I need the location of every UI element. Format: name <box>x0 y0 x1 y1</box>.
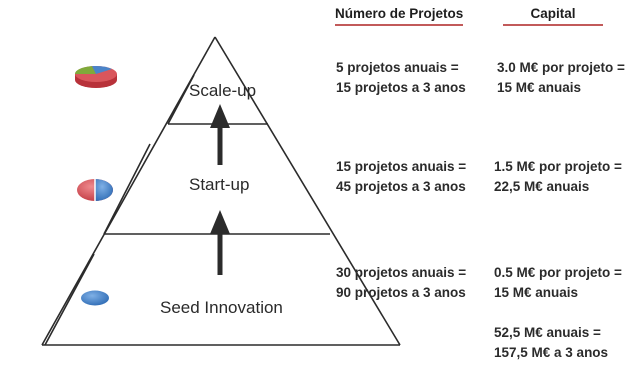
header-number-of-projects: Número de Projetos <box>335 6 464 26</box>
start-up-capital-annual: 22,5 M€ anuais <box>494 179 590 194</box>
seed-projects: 30 projetos anuais = 90 projetos a 3 ano… <box>336 263 466 303</box>
capital-total-3y: 157,5 M€ a 3 anos <box>494 345 609 360</box>
start-up-projects: 15 projetos anuais = 45 projetos a 3 ano… <box>336 157 466 197</box>
start-up-projects-3y: 45 projetos a 3 anos <box>336 179 466 194</box>
header-capital: Capital <box>503 6 603 26</box>
seed-capital-annual: 15 M€ anuais <box>494 285 579 300</box>
capital-total: 52,5 M€ anuais = 157,5 M€ a 3 anos <box>494 323 608 363</box>
pyramid-right-edge <box>214 36 401 346</box>
stage-label-scale-up: Scale-up <box>189 81 256 100</box>
scale-up-capital-per-project: 3.0 M€ por projeto = <box>497 60 625 75</box>
pie-chart-icon-seed <box>81 290 109 306</box>
scale-up-capital: 3.0 M€ por projeto = 15 M€ anuais <box>497 58 625 98</box>
tier-line-bottom-slant <box>44 253 95 346</box>
tier-line-middle-slant <box>103 143 151 235</box>
seed-capital-per-project: 0.5 M€ por projeto = <box>494 265 622 280</box>
up-arrow-icon <box>210 210 230 275</box>
up-arrow-icon <box>210 104 230 165</box>
start-up-projects-annual: 15 projetos anuais = <box>336 159 467 174</box>
capital-total-annual: 52,5 M€ anuais = <box>494 325 601 340</box>
scale-up-projects-3y: 15 projetos a 3 anos <box>336 80 466 95</box>
scale-up-capital-annual: 15 M€ anuais <box>497 80 582 95</box>
pie-chart-icon-full <box>74 65 117 88</box>
stage-label-seed-innovation: Seed Innovation <box>160 298 283 317</box>
scale-up-projects-annual: 5 projetos anuais = <box>336 60 459 75</box>
seed-projects-3y: 90 projetos a 3 anos <box>336 285 466 300</box>
start-up-capital: 1.5 M€ por projeto = 22,5 M€ anuais <box>494 157 622 197</box>
seed-capital: 0.5 M€ por projeto = 15 M€ anuais <box>494 263 622 303</box>
tier-line-top-slant <box>167 74 195 125</box>
stage-label-start-up: Start-up <box>189 175 249 194</box>
seed-projects-annual: 30 projetos anuais = <box>336 265 467 280</box>
scale-up-projects: 5 projetos anuais = 15 projetos a 3 anos <box>336 58 466 98</box>
pie-chart-icon-half <box>77 179 113 201</box>
start-up-capital-per-project: 1.5 M€ por projeto = <box>494 159 622 174</box>
